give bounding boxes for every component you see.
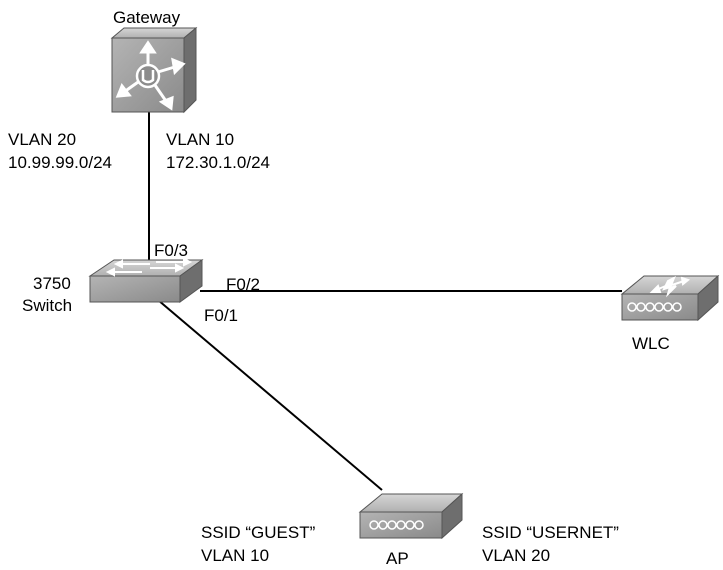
gateway-label: Gateway [113,8,181,27]
switch-model-label: 3750 [33,274,71,293]
port-f0-3-label: F0/3 [154,241,188,260]
access-point-icon[interactable] [358,492,464,540]
wireless-controller-icon[interactable] [620,274,720,322]
ssid-usernet-vlan: VLAN 20 [482,546,550,565]
router-icon[interactable] [110,26,198,114]
switch-icon[interactable] [88,257,204,303]
ssid-usernet-name: SSID “USERNET” [482,523,619,542]
ap-label: AP [386,549,409,568]
ssid-guest-vlan: VLAN 10 [201,546,269,565]
wlc-label: WLC [632,334,670,353]
port-f0-2-label: F0/2 [226,275,260,294]
link-switch-ap [157,299,383,491]
switch-label: Switch [22,296,72,315]
vlan20-name: VLAN 20 [8,130,76,149]
vlan20-subnet: 10.99.99.0/24 [8,153,112,172]
port-f0-1-label: F0/1 [204,306,238,325]
vlan10-subnet: 172.30.1.0/24 [166,153,270,172]
vlan10-name: VLAN 10 [166,130,234,149]
ssid-guest-name: SSID “GUEST” [201,523,316,542]
